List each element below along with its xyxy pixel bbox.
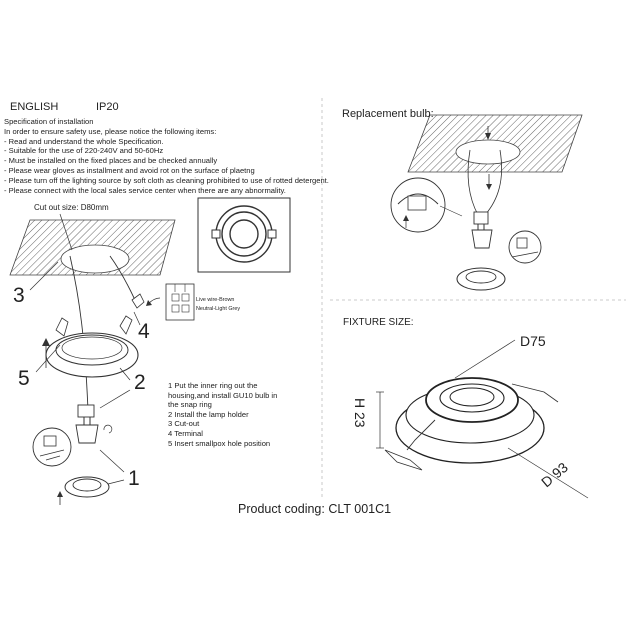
callout-4: 4 (138, 320, 150, 343)
spec-line: - Read and understand the whole Specific… (4, 136, 164, 146)
step-line: 3 Cut-out (168, 419, 200, 429)
fixture-side-view (395, 377, 545, 464)
callout-3: 3 (13, 284, 25, 307)
spec-title: Specification of installation (4, 117, 94, 126)
spec-line: - Please turn off the lighting source by… (4, 175, 329, 185)
fixture-top-view (197, 197, 291, 273)
callout-2: 2 (134, 371, 146, 394)
step-line: housing,and install GU10 bulb in (168, 390, 278, 400)
step-line: 5 Insert smallpox hole position (168, 438, 271, 448)
product-coding: Product coding: CLT 001C1 (238, 502, 392, 516)
ip-rating: IP20 (96, 101, 119, 113)
lamp-holder (75, 404, 99, 444)
spec-line: - Please wear gloves as installment and … (4, 165, 255, 175)
replacement-ceiling (407, 114, 583, 173)
fixture-size-title: FIXTURE SIZE: (343, 317, 414, 328)
spec-line: In order to ensure safety use, please no… (4, 126, 217, 136)
step-line: 1 Put the inner ring out the (168, 381, 258, 390)
spec-line: - Must be installed on the fixed places … (4, 156, 218, 166)
callout-5: 5 (18, 367, 30, 390)
specification-block: Specification of installation In order t… (4, 117, 329, 195)
language-label: ENGLISH (10, 101, 59, 113)
step-line: the snap ring (168, 400, 212, 410)
step-line: 2 Install the lamp holder (168, 409, 249, 419)
neutral-wire-label: Neutral-Light Grey (196, 305, 241, 312)
housing-ring (45, 315, 139, 378)
spec-line: - Suitable for the use of 220-240V and 5… (4, 146, 164, 156)
dimension-h23: H 23 (352, 398, 368, 428)
spec-line: - Please connect with the local sales se… (4, 185, 286, 195)
ceiling-slab (9, 219, 176, 276)
callout-1: 1 (128, 467, 140, 490)
step-line: 4 Terminal (168, 428, 203, 438)
cut-out-label: Cut out size: D80mm (34, 203, 109, 212)
install-steps: 1 Put the inner ring out the housing,and… (168, 381, 277, 448)
dimension-d75: D75 (520, 333, 546, 349)
wiring-legend: Live wire-Brown Neutral-Light Grey (196, 296, 240, 313)
live-wire-label: Live wire-Brown (196, 297, 235, 303)
replacement-title: Replacement bulb: (342, 108, 434, 120)
